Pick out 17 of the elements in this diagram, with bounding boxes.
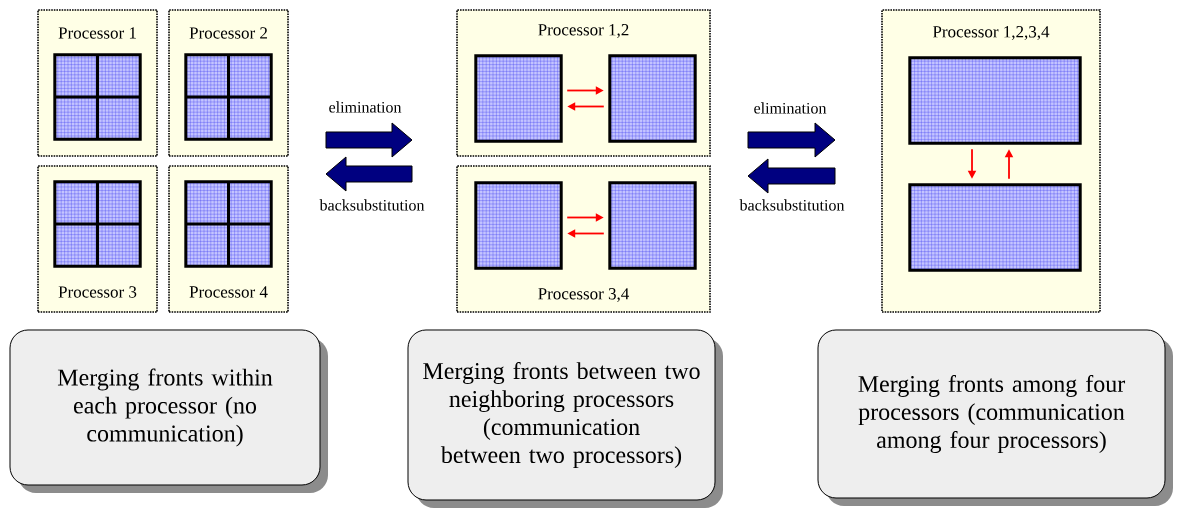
arrow-label: backsubstitution: [319, 199, 425, 211]
arrow-label: elimination: [754, 102, 827, 114]
rounded-box: Merging fronts among four processors (communication among four processors): [817, 329, 1173, 506]
matrix-block: [53, 53, 142, 141]
matrix-block: [53, 180, 142, 268]
matrix-block: [908, 183, 1082, 272]
matrix-block: [474, 181, 563, 270]
matrix-block: [184, 53, 273, 141]
arrow-label: backsubstitution: [739, 199, 845, 211]
rounded-box: Merging fronts within each processor (no communication): [9, 329, 328, 493]
matrix-block: [908, 56, 1082, 145]
matrix-block: [608, 181, 697, 270]
arrow-label: elimination: [329, 101, 402, 113]
rounded-box: Merging fronts between two neighboring processors (communication between two processors): [407, 329, 723, 508]
matrix-block: [608, 54, 697, 143]
matrix-block: [184, 180, 273, 268]
matrix-block: [474, 54, 563, 143]
